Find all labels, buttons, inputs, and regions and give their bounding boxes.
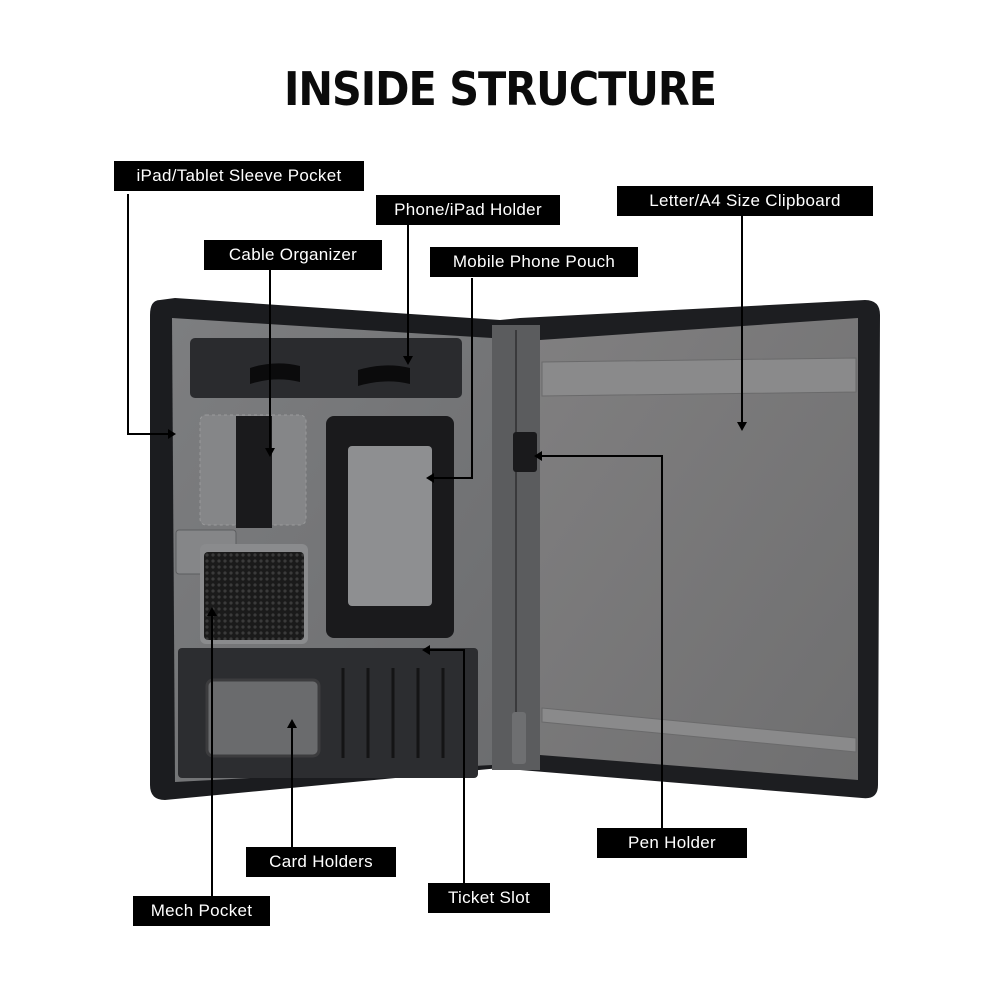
arrow-ipad-sleeve (168, 429, 176, 439)
leader-ticket-slot (428, 649, 465, 883)
label-ipad-tablet-sleeve-pocket: iPad/Tablet Sleeve Pocket (114, 161, 364, 191)
label-cable-organizer: Cable Organizer (204, 240, 382, 270)
arrow-pen-holder (534, 451, 542, 461)
leader-lines (127, 194, 743, 898)
leader-mobile-pouch (432, 278, 473, 479)
page-title: INSIDE STRUCTURE (283, 62, 717, 116)
card-slots (341, 668, 445, 758)
arrow-cable-organizer (265, 448, 275, 457)
arrow-card-holders (287, 719, 297, 728)
arrow-mobile-pouch (426, 473, 434, 483)
leader-arrowheads (168, 356, 747, 728)
phone-pouch-window (348, 446, 432, 606)
label-mech-pocket: Mech Pocket (133, 896, 270, 926)
leader-ipad-sleeve (127, 194, 168, 435)
label-mobile-phone-pouch: Mobile Phone Pouch (430, 247, 638, 277)
clipboard-bottom-strap (541, 707, 857, 753)
clipboard-board (540, 318, 858, 780)
label-card-holders: Card Holders (246, 847, 396, 877)
arrow-mech-pocket (207, 607, 217, 616)
label-phone-ipad-holder: Phone/iPad Holder (376, 195, 560, 225)
label-pen-holder: Pen Holder (597, 828, 747, 858)
pen-holder-loop (513, 432, 537, 472)
arrow-letter-clipboard (737, 422, 747, 431)
arrow-phone-ipad-holder (403, 356, 413, 365)
label-letter-a4-size-clipboard: Letter/A4 Size Clipboard (617, 186, 873, 216)
leader-pen-holder (540, 455, 663, 828)
id-window (205, 678, 321, 758)
clipboard-top-strap (541, 357, 857, 397)
cable-elastic-band (236, 416, 272, 528)
zipper-pull (512, 712, 526, 764)
phone-ipad-holder-strip (190, 338, 462, 398)
label-ticket-slot: Ticket Slot (428, 883, 550, 913)
arrow-ticket-slot (422, 645, 430, 655)
